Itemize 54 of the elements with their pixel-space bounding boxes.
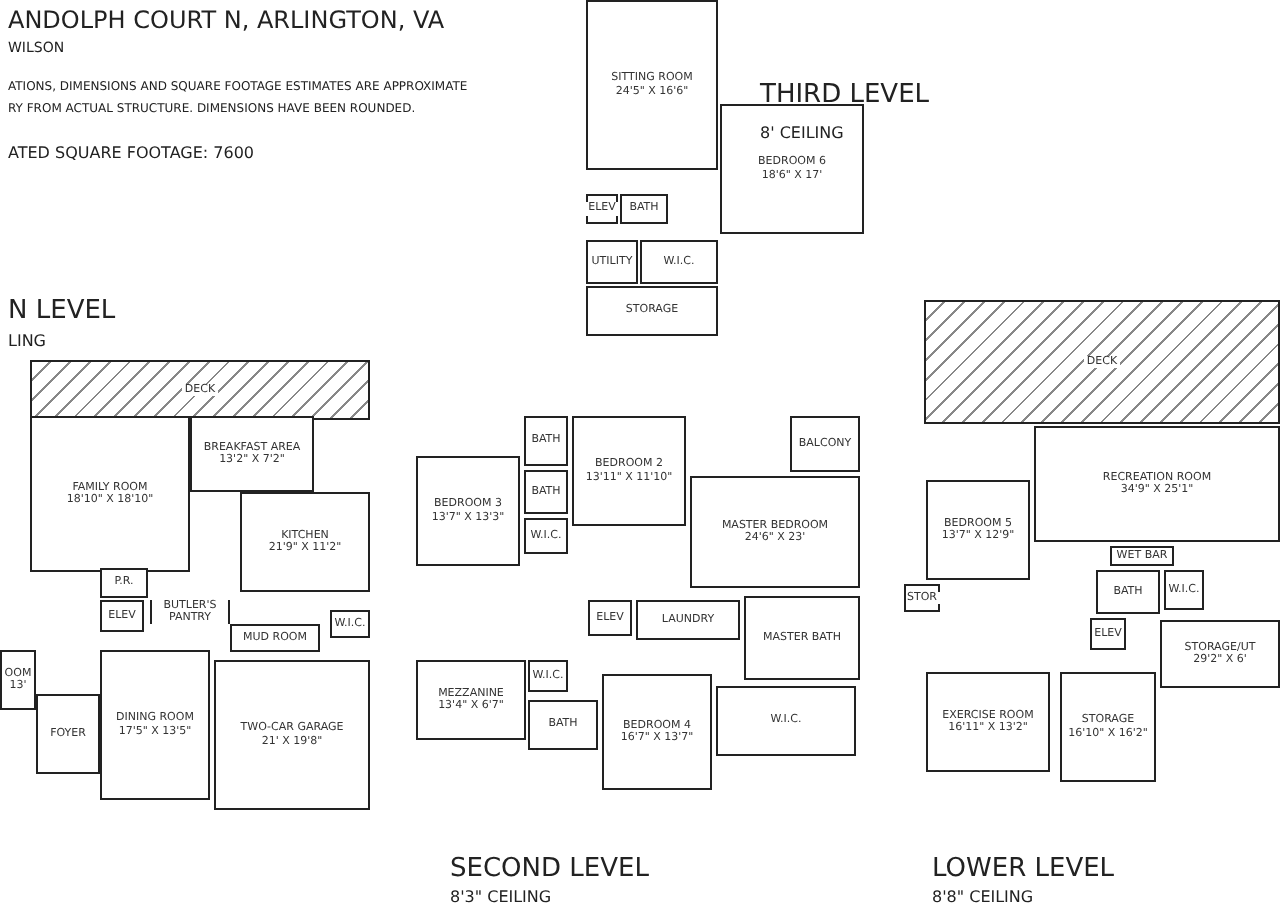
room-outline: [1096, 570, 1160, 614]
room-outline: [636, 600, 740, 640]
room-outline: [1160, 620, 1280, 688]
room-outline: [744, 596, 860, 680]
room-outline: [586, 194, 618, 224]
room-outline: [720, 104, 864, 234]
room-outline: [330, 610, 370, 638]
level-title: SECOND LEVEL: [450, 854, 649, 884]
room-outline: [30, 416, 190, 572]
level-title: THIRD LEVEL: [760, 80, 930, 110]
room-outline: [524, 470, 568, 514]
room-outline: [100, 600, 144, 632]
room-outline: [640, 240, 718, 284]
room-outline: [100, 650, 210, 800]
ceiling-height: 8'3" CEILING: [450, 888, 552, 906]
room-outline: [588, 600, 632, 636]
room-outline: [602, 674, 712, 790]
room-outline: [1034, 426, 1280, 542]
room-outline: [36, 694, 100, 774]
ceiling-height: 8' CEILING: [760, 124, 844, 142]
room-outline: [690, 476, 860, 588]
square-footage-note: ATED SQUARE FOOTAGE: 7600: [8, 144, 254, 162]
room-outline: [790, 416, 860, 472]
room-outline: [240, 492, 370, 592]
deck-area: [924, 300, 1280, 424]
room-outline: [190, 416, 314, 492]
room-outline: [524, 416, 568, 466]
room-outline: [416, 456, 520, 566]
room-outline: [586, 0, 718, 170]
room-outline: [620, 194, 668, 224]
room-outline: [572, 416, 686, 526]
room-outline: [528, 660, 568, 692]
room-outline: [1164, 570, 1204, 610]
ceiling-height: LING: [8, 332, 46, 350]
room-outline: [524, 518, 568, 554]
room-outline: [586, 286, 718, 336]
room-outline: [214, 660, 370, 810]
deck-area: [30, 360, 370, 420]
address: ANDOLPH COURT N, ARLINGTON, VA: [8, 6, 445, 34]
room-outline: [416, 660, 526, 740]
room-outline: [528, 700, 598, 750]
room-outline: [926, 480, 1030, 580]
room-outline: [904, 584, 940, 612]
level-title: LOWER LEVEL: [932, 854, 1115, 884]
ceiling-height: 8'8" CEILING: [932, 888, 1034, 906]
room-outline: [230, 624, 320, 652]
room-outline: [586, 240, 638, 284]
room-outline: [716, 686, 856, 756]
level-title: N LEVEL: [8, 296, 116, 326]
room-outline: [1090, 618, 1126, 650]
room-outline: [1060, 672, 1156, 782]
room-outline: [0, 650, 36, 710]
room-outline: [926, 672, 1050, 772]
room-outline: [100, 568, 148, 598]
